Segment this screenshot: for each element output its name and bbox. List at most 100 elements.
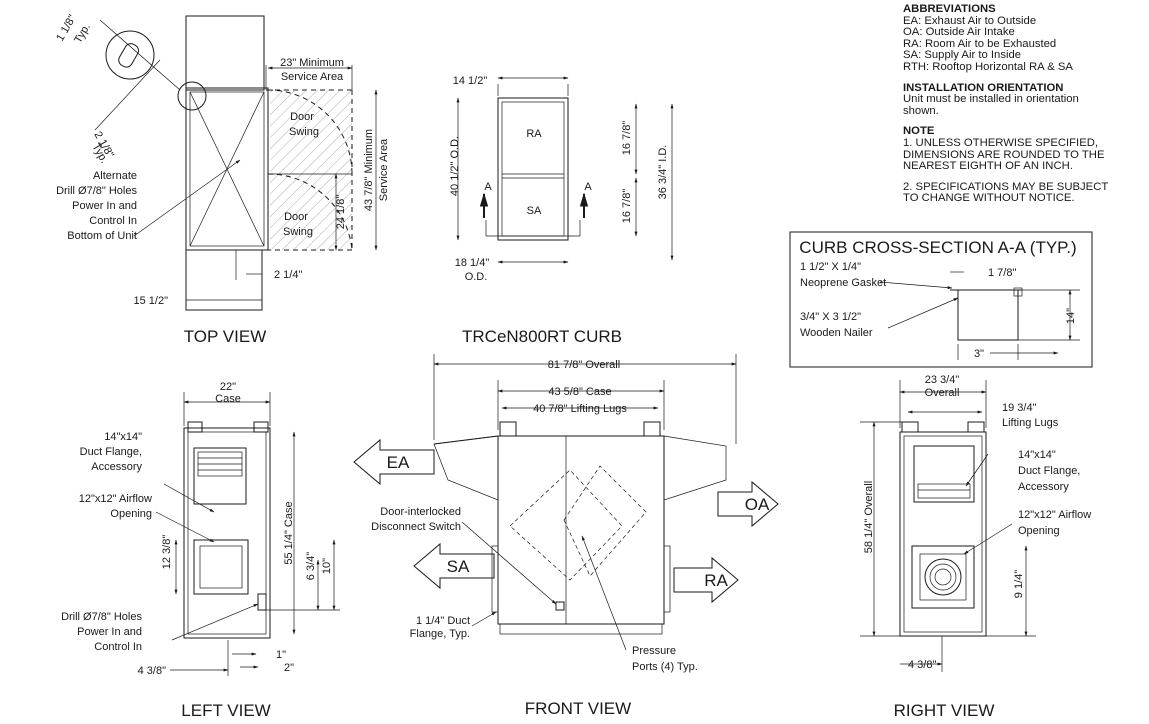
left-dim-2: 2" — [284, 662, 294, 674]
note-title: NOTE — [903, 125, 935, 138]
left-flange-3: Accessory — [91, 461, 142, 473]
left-airflow-2: Opening — [110, 508, 152, 520]
note1-line-2: DIMENSIONS ARE ROUNDED TO THE — [903, 148, 1105, 161]
left-flange-2: Duct Flange, — [80, 446, 142, 458]
curb-sa: SA — [527, 205, 542, 217]
section-title: CURB CROSS-SECTION A-A (TYP.) — [799, 238, 1076, 257]
section-gasket-1: 1 1/2" X 1/4" — [800, 261, 861, 273]
top-view-duct-upper — [185, 15, 265, 91]
top-view-lug-detail-enlarged — [105, 30, 155, 80]
orientation-line-2: shown. — [903, 104, 939, 117]
curb-title: TRCeN800RT CURB — [462, 327, 622, 346]
left-airflow-1: 12"x12" Airflow — [79, 493, 152, 505]
top-view-title: TOP VIEW — [184, 327, 267, 346]
front-oa-label: OA — [745, 495, 770, 514]
note2-line-1: 2. SPECIFICATIONS MAY BE SUBJECT — [903, 180, 1109, 193]
right-airflow-2: Opening — [1018, 525, 1060, 537]
left-dim-1: 1" — [276, 649, 286, 661]
right-overall: Overall — [925, 387, 960, 399]
left-dim-10: 10" — [321, 558, 333, 574]
top-bottom-of-unit: Bottom of Unit — [67, 230, 137, 242]
front-door-1: Door-interlocked — [380, 506, 461, 518]
top-power: Power In and — [72, 200, 137, 212]
top-swing-2: Swing — [283, 226, 313, 238]
top-view-duct-lower — [185, 249, 263, 311]
left-dim-4-3-8: 4 3/8" — [138, 665, 166, 677]
abbreviations-title: ABBREVIATIONS — [903, 3, 996, 15]
curb-ra: RA — [526, 128, 542, 140]
curb-outer — [497, 97, 569, 241]
top-drill: Drill Ø7/8" Holes — [56, 185, 137, 197]
right-dim-9-1-4: 9 1/4" — [1013, 570, 1025, 598]
front-dim-81-7-8: 81 7/8" Overall — [548, 359, 620, 371]
section-dim-3: 3" — [974, 348, 984, 360]
curb-cross-section: CURB CROSS-SECTION A-A (TYP.) 1 1/2" X 1… — [789, 231, 1093, 368]
orientation-title: INSTALLATION ORIENTATION — [903, 81, 1064, 94]
right-view-case — [899, 431, 987, 637]
abbrev-oa: OA: Outside Air Intake — [903, 26, 1015, 39]
left-view: 22" Case 14"x14" Duct Flange, Accessory … — [61, 381, 340, 720]
top-door-1: Door — [290, 111, 314, 123]
left-view-case — [183, 427, 271, 639]
top-view: 1 1/8" Typ. 2 1/8" Typ. Alternate Drill … — [54, 13, 390, 346]
curb-section-a-left: A — [484, 181, 492, 193]
curb-view: 14 1/2" RA SA A A 40 1/2" O.D. 16 7/8" 1… — [449, 75, 674, 346]
front-duct-2: Flange, Typ. — [410, 628, 470, 640]
section-nailer-2: Wooden Nailer — [800, 327, 873, 339]
notes-panel: ABBREVIATIONS EA: Exhaust Air to Outside… — [903, 3, 1143, 205]
section-dim-1-7-8: 1 7/8" — [988, 267, 1016, 279]
oa-arrow — [717, 480, 779, 528]
left-view-duct-flange — [193, 447, 247, 505]
right-dim-58-1-4: 58 1/4" Overall — [863, 481, 875, 553]
abbrev-ra: RA: Room Air to be Exhausted — [903, 37, 1057, 50]
top-dim-typ-1: Typ. — [72, 21, 93, 45]
left-case: Case — [215, 393, 241, 405]
left-dim-12-3-8: 12 3/8" — [161, 535, 173, 570]
curb-dim-40-1-2: 40 1/2" O.D. — [449, 136, 461, 196]
section-nailer-1: 3/4" X 3 1/2" — [800, 311, 861, 323]
note1-line-1: 1. UNLESS OTHERWISE SPECIFIED, — [903, 136, 1099, 149]
right-view-duct-flange — [913, 445, 975, 503]
section-frame — [789, 231, 1093, 368]
left-flange-1: 14"x14" — [104, 431, 142, 443]
note1-line-3: NEAREST EIGHTH OF AN INCH. — [903, 160, 1073, 173]
front-dim-43-5-8: 43 5/8" Case — [548, 386, 611, 398]
curb-dim-16-7-8-b: 16 7/8" — [621, 189, 633, 224]
top-dim-43-7-8: 43 7/8" Minimum — [363, 129, 375, 211]
right-flange-2: Duct Flange, — [1018, 465, 1080, 477]
ea-arrow — [353, 438, 435, 486]
section-dim-14: 14" — [1065, 308, 1077, 324]
top-control: Control In — [89, 215, 137, 227]
top-dim-23-min: 23" Minimum — [280, 57, 344, 69]
front-ra-label: RA — [704, 571, 728, 590]
right-dim-4-3-8: 4 3/8" — [908, 659, 936, 671]
front-dim-40-7-8: 40 7/8" Lifting Lugs — [533, 403, 627, 415]
curb-dim-16-7-8-a: 16 7/8" — [621, 121, 633, 156]
right-view: 23 3/4" Overall 19 3/4" Lifting Lugs 14"… — [860, 374, 1091, 720]
front-view-case — [497, 435, 665, 625]
right-flange-3: Accessory — [1018, 481, 1069, 493]
abbrev-ea: EA: Exhaust Air to Outside — [903, 14, 1037, 27]
abbrev-rth: RTH: Rooftop Horizontal RA & SA — [903, 60, 1073, 73]
curb-od: O.D. — [465, 271, 488, 283]
top-dim-15-1-2: 15 1/2" — [134, 295, 169, 307]
curb-dim-18-1-4: 18 1/4" — [455, 257, 490, 269]
left-drill: Drill Ø7/8" Holes — [61, 611, 142, 623]
front-ea-label: EA — [387, 453, 410, 472]
right-dim-23-3-4: 23 3/4" — [925, 374, 960, 386]
top-alternate: Alternate — [93, 170, 137, 182]
curb-dim-14-1-2: 14 1/2" — [453, 75, 488, 87]
right-view-title: RIGHT VIEW — [894, 701, 995, 720]
front-pressure-1: Pressure — [632, 645, 676, 657]
left-dim-6-3-4: 6 3/4" — [305, 552, 317, 580]
front-pressure-2: Ports (4) Typ. — [632, 661, 698, 673]
top-view-lug-detail — [177, 81, 207, 111]
front-view: 81 7/8" Overall 43 5/8" Case 40 7/8" Lif… — [353, 354, 779, 718]
right-lugs: Lifting Lugs — [1002, 417, 1059, 429]
note2-line-2: TO CHANGE WITHOUT NOTICE. — [903, 192, 1075, 205]
top-view-service-area-hatch — [270, 90, 352, 250]
left-view-title: LEFT VIEW — [181, 701, 270, 720]
left-control: Control In — [94, 641, 142, 653]
curb-dim-36-3-4: 36 3/4" I.D. — [657, 145, 669, 200]
